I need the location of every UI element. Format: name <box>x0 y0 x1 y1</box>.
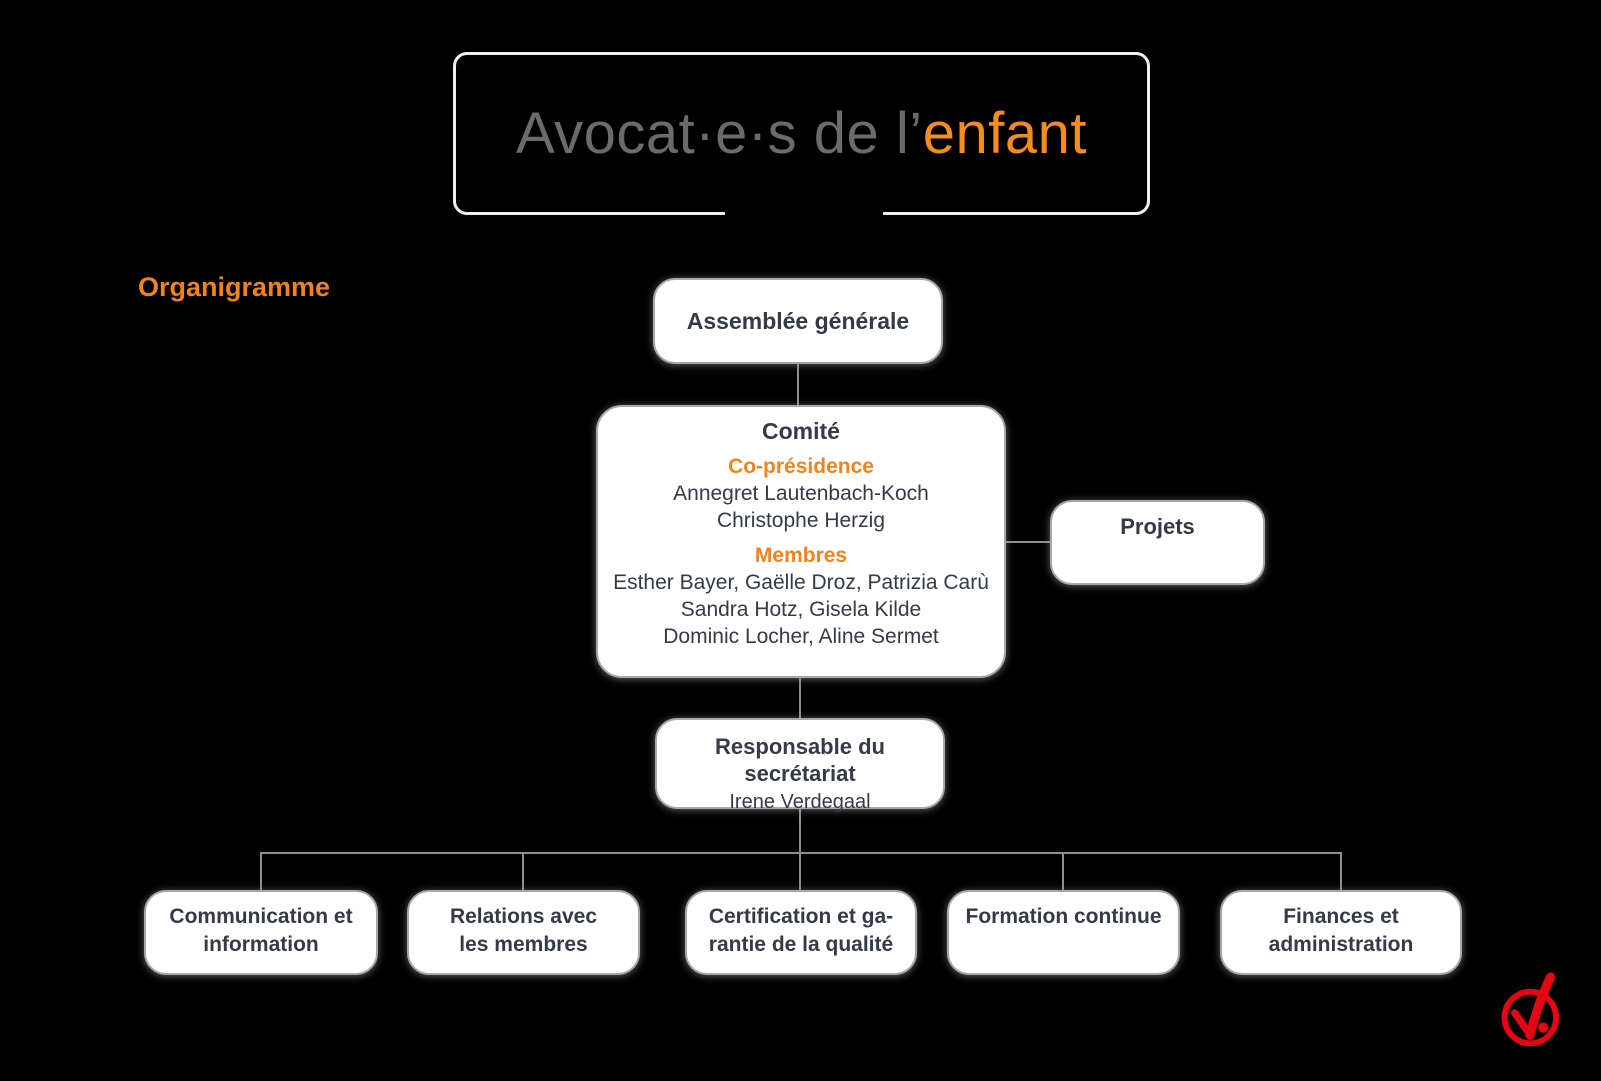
node-dept-certification: Certification et ga- rantie de la qualit… <box>685 890 917 975</box>
connector-stub-finances <box>1340 852 1342 890</box>
node-dept-communication: Communication et information <box>144 890 378 975</box>
logo-text-orange: enfant <box>922 101 1087 166</box>
logo-wordmark: Avocat·e·s de l’enfant <box>516 100 1087 167</box>
secretariat-name: Irene Verdegaal <box>729 791 871 813</box>
connector-stub-relations <box>522 852 524 890</box>
comite-member-names: Esther Bayer, Gaëlle Droz, Patrizia Carù <box>613 571 989 594</box>
logo-border-gap <box>725 209 883 219</box>
connector-stub-formation <box>1062 852 1064 890</box>
node-dept-formation: Formation continue <box>947 890 1180 975</box>
comite-membres-heading: Membres <box>754 544 848 567</box>
connector-comite-projets <box>1004 541 1051 543</box>
node-comite: Comité Co-présidence Annegret Lautenbach… <box>596 405 1006 678</box>
logo-box: Avocat·e·s de l’enfant <box>453 52 1150 219</box>
connector-stub-certification <box>799 852 801 890</box>
connector-stub-communication <box>260 852 262 890</box>
connector-comite-secretariat <box>799 676 801 719</box>
secretariat-title: Responsable du secrétariat <box>715 734 885 786</box>
node-secretariat: Responsable du secrétariat Irene Verdega… <box>655 718 945 813</box>
red-check-logo-icon <box>1501 972 1560 1047</box>
comite-copresidence-heading: Co-présidence <box>728 455 874 478</box>
connector-assemblee-comite <box>797 362 799 406</box>
node-assemblee-generale: Assemblée générale <box>653 278 943 364</box>
connector-secretariat-rail <box>799 806 801 853</box>
comite-member-names: Sandra Hotz, Gisela Kilde <box>680 598 922 621</box>
node-dept-relations: Relations avec les membres <box>407 890 640 975</box>
comite-title: Comité <box>762 418 840 444</box>
comite-copresident-name: Annegret Lautenbach-Koch <box>673 482 929 505</box>
node-projets: Projets <box>1050 500 1265 585</box>
comite-copresident-name: Christophe Herzig <box>716 509 886 532</box>
assemblee-label: Assemblée générale <box>686 307 910 334</box>
page-title: Organigramme <box>138 272 331 302</box>
node-dept-finances: Finances et administration <box>1220 890 1462 975</box>
comite-member-names: Dominic Locher, Aline Sermet <box>663 625 939 648</box>
logo-text-gray: Avocat·e·s de l’ <box>516 101 923 166</box>
projets-label: Projets <box>1120 514 1195 539</box>
